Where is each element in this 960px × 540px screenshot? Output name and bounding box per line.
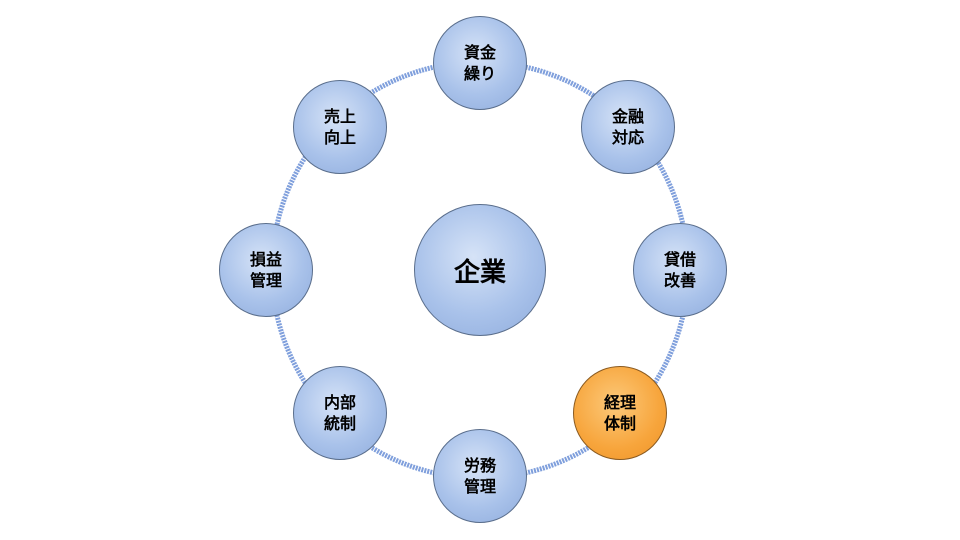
cycle-node: 資金 繰り (433, 16, 527, 110)
cycle-node: 内部 統制 (293, 366, 387, 460)
cycle-node: 損益 管理 (219, 223, 313, 317)
cycle-node: 経理 体制 (573, 366, 667, 460)
center-node-company: 企業 (414, 204, 546, 336)
cycle-node-label: 売上 向上 (323, 107, 356, 147)
cycle-node: 金融 対応 (581, 80, 675, 174)
cycle-node-label: 経理 体制 (603, 393, 636, 433)
cycle-node-label: 損益 管理 (249, 250, 282, 290)
cycle-node: 貸借 改善 (633, 223, 727, 317)
cycle-node-label: 内部 統制 (323, 393, 356, 433)
cycle-node-label: 金融 対応 (611, 107, 644, 147)
cycle-node: 売上 向上 (293, 80, 387, 174)
cycle-node-label: 資金 繰り (463, 43, 496, 83)
cycle-node: 労務 管理 (433, 429, 527, 523)
cycle-node-label: 貸借 改善 (663, 250, 696, 290)
center-node-label: 企業 (453, 257, 506, 288)
cycle-node-label: 労務 管理 (463, 456, 496, 496)
